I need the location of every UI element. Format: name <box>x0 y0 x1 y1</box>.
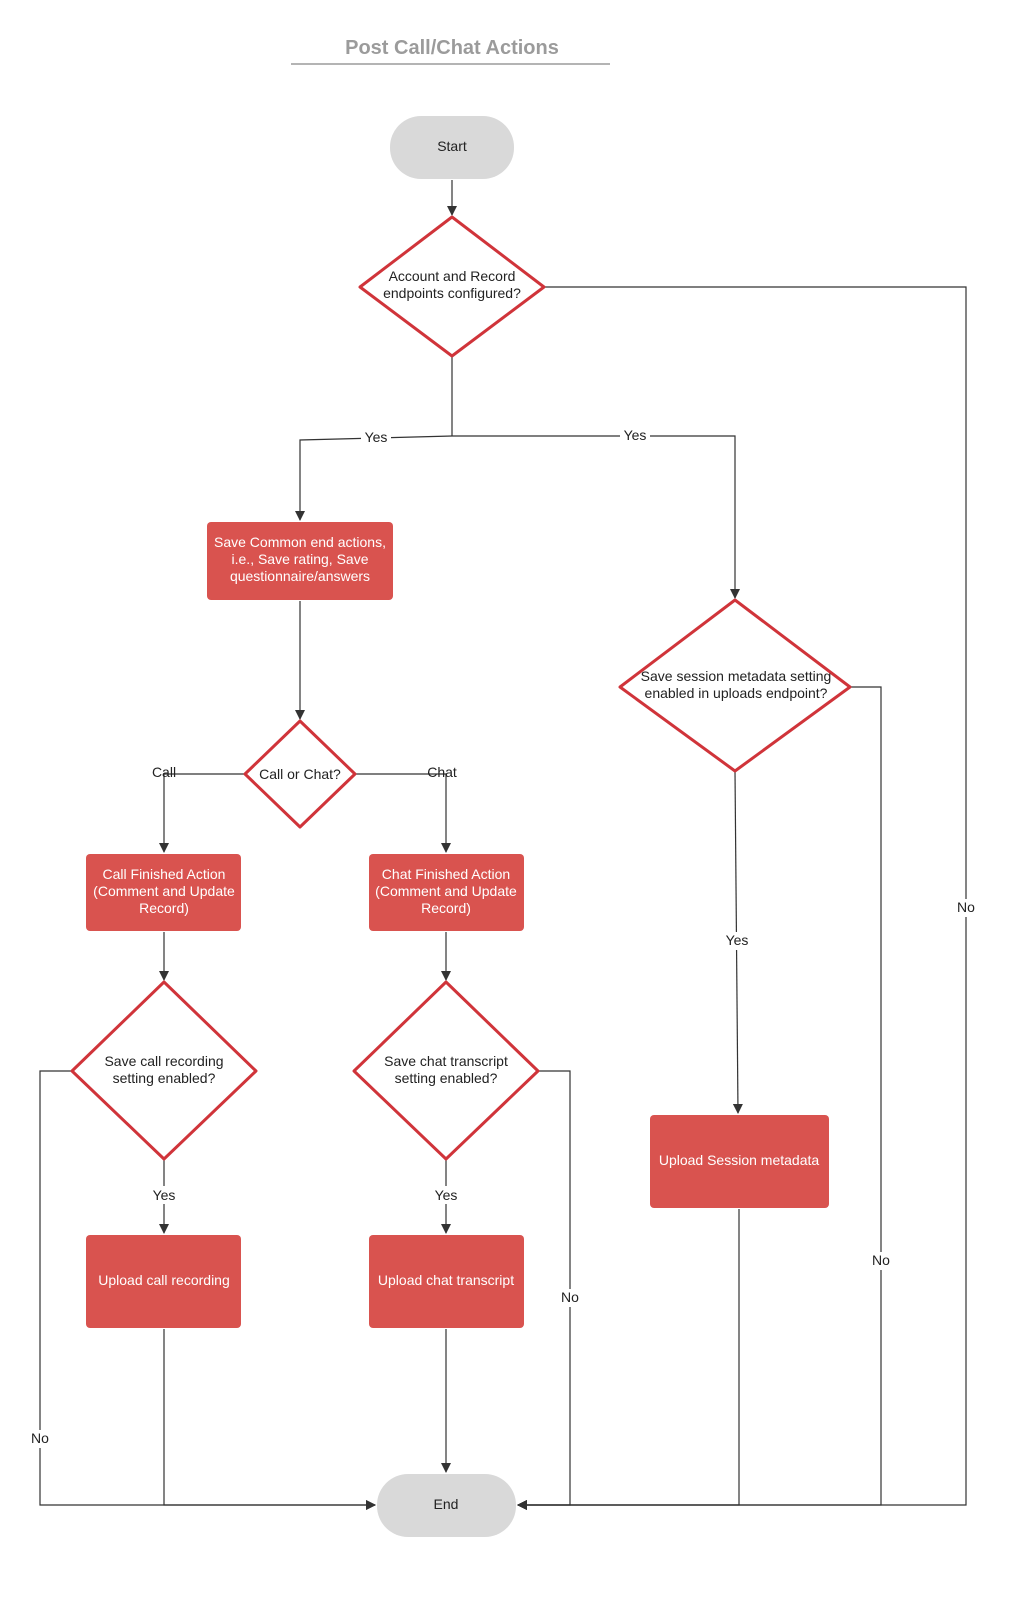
chat-finished-line-2: (Comment and Update <box>375 883 517 899</box>
edge-call-branch <box>159 773 245 853</box>
recording-decision-line-1: Save call recording <box>104 1053 223 1069</box>
edge-label-chat: Chat <box>427 764 457 780</box>
edge-metadata-no <box>517 686 882 1510</box>
end-label: End <box>434 1496 459 1512</box>
metadata-decision: Save session metadata setting enabled in… <box>618 598 852 773</box>
edge-label-call: Call <box>152 764 176 780</box>
upload-recording-process: Upload call recording <box>86 1235 241 1328</box>
upload-metadata-process: Upload Session metadata <box>650 1115 829 1208</box>
edge-label-no-recording: No <box>31 1430 49 1446</box>
edge-yes-to-metadata-decision <box>452 435 740 599</box>
upload-metadata-label: Upload Session metadata <box>659 1152 820 1168</box>
edge-no-endpoints-to-end <box>517 286 967 1510</box>
endpoints-decision: Account and Record endpoints configured? <box>358 215 546 358</box>
chat-finished-line-1: Chat Finished Action <box>382 866 510 882</box>
endpoints-decision-line-1: Account and Record <box>389 268 516 284</box>
transcript-decision-line-2: setting enabled? <box>395 1070 498 1086</box>
edge-transcript-no <box>517 1070 571 1510</box>
start-node: Start <box>390 116 514 179</box>
edge-label-yes-transcript: Yes <box>435 1187 458 1203</box>
edge-chat-branch <box>355 773 451 853</box>
edge-label-no-endpoints: No <box>957 899 975 915</box>
endpoints-decision-line-2: endpoints configured? <box>383 285 521 301</box>
edge-label-no-metadata: No <box>872 1252 890 1268</box>
call-finished-line-1: Call Finished Action <box>103 866 226 882</box>
upload-recording-label: Upload call recording <box>98 1272 230 1288</box>
edge-label-yes-right: Yes <box>624 427 647 443</box>
edge-upload-metadata-to-end <box>517 1209 740 1510</box>
save-common-line-1: Save Common end actions, <box>214 534 386 550</box>
edge-label-yes-left: Yes <box>365 429 388 445</box>
edge-label-yes-recording: Yes <box>153 1187 176 1203</box>
call-finished-line-2: (Comment and Update <box>93 883 235 899</box>
recording-decision-line-2: setting enabled? <box>113 1070 216 1086</box>
edge-label-no-transcript: No <box>561 1289 579 1305</box>
call-or-chat-decision: Call or Chat? <box>243 719 357 829</box>
save-common-process: Save Common end actions, i.e., Save rati… <box>207 522 393 600</box>
chat-finished-line-3: Record) <box>421 900 471 916</box>
save-common-line-3: questionnaire/answers <box>230 568 370 584</box>
diagram-title: Post Call/Chat Actions <box>345 37 559 59</box>
metadata-decision-line-2: enabled in uploads endpoint? <box>645 685 828 701</box>
edge-label-yes-metadata: Yes <box>726 932 749 948</box>
transcript-decision-line-1: Save chat transcript <box>384 1053 508 1069</box>
save-common-line-2: i.e., Save rating, Save <box>232 551 369 567</box>
transcript-decision: Save chat transcript setting enabled? <box>352 980 540 1161</box>
edge-upload-recording-to-end <box>163 1329 376 1510</box>
recording-decision: Save call recording setting enabled? <box>70 980 258 1161</box>
upload-transcript-process: Upload chat transcript <box>369 1235 524 1328</box>
call-or-chat-label: Call or Chat? <box>259 766 341 782</box>
call-finished-process: Call Finished Action (Comment and Update… <box>86 854 241 931</box>
edge-labels: Yes Yes Call Chat Yes Yes Yes No No No N… <box>28 426 978 1448</box>
end-node: End <box>377 1474 516 1537</box>
chat-finished-process: Chat Finished Action (Comment and Update… <box>369 854 524 931</box>
call-finished-line-3: Record) <box>139 900 189 916</box>
metadata-decision-line-1: Save session metadata setting <box>641 668 832 684</box>
start-label: Start <box>437 138 467 154</box>
upload-transcript-label: Upload chat transcript <box>378 1272 514 1288</box>
edge-yes-to-save-common <box>295 435 453 521</box>
